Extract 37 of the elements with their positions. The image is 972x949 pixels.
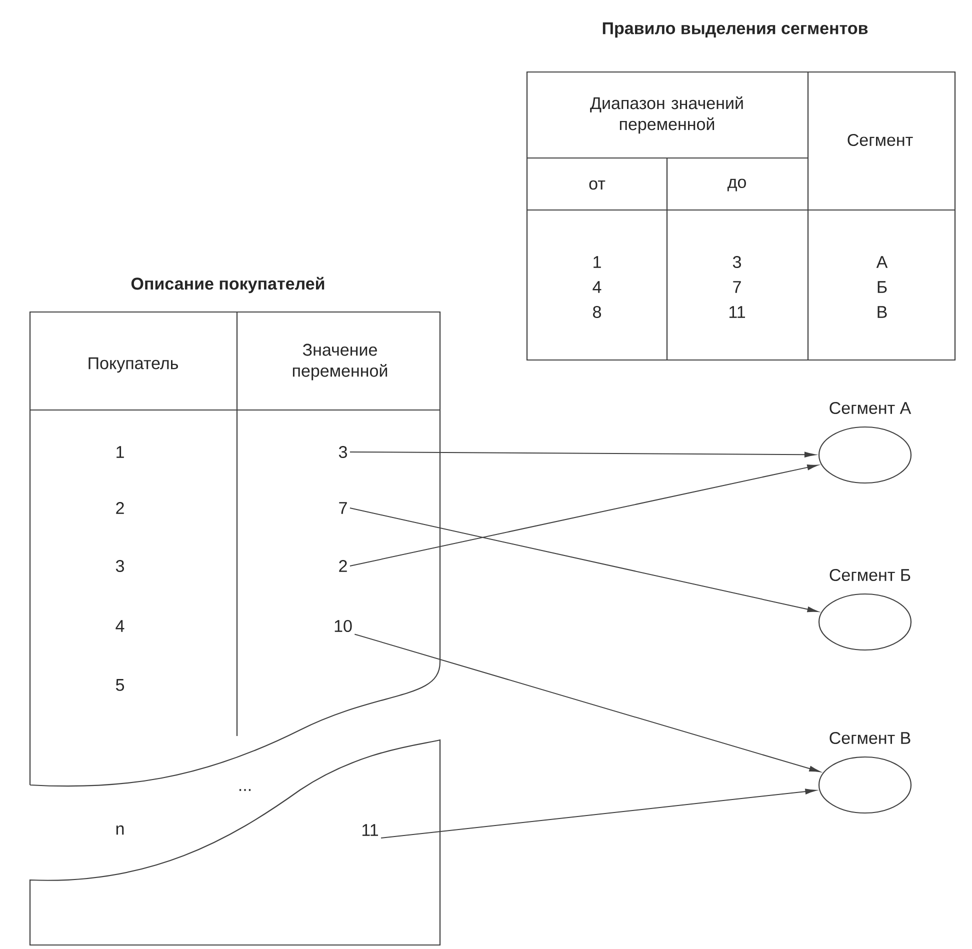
table-text: 3 xyxy=(116,560,124,572)
table-text: 4 xyxy=(116,620,124,632)
table-text: А xyxy=(876,256,888,268)
heading: Правило выделения сегментов xyxy=(602,22,868,38)
segment-heading: Сегмент А xyxy=(830,402,912,414)
segment-heading: Сегмент Б xyxy=(830,568,910,582)
arrow xyxy=(349,464,818,566)
table-text: 4 xyxy=(592,281,602,293)
value-text: 10 xyxy=(334,620,352,632)
table-text: Сегмент xyxy=(848,134,913,146)
table-text: 1 xyxy=(116,446,124,458)
value-text: 7 xyxy=(339,502,347,514)
arrow xyxy=(349,452,816,458)
value-text: 3 xyxy=(338,446,347,458)
table-text: 1 xyxy=(594,256,601,268)
table-text: Значение переменной xyxy=(292,344,388,380)
table-text: 3 xyxy=(732,256,741,268)
value-text: 11 xyxy=(362,824,378,836)
table-text: 8 xyxy=(593,306,601,318)
table-text: 2 xyxy=(116,502,124,514)
value-text: 2 xyxy=(339,560,347,572)
segment-heading: Сегмент В xyxy=(830,732,910,744)
table-text: n xyxy=(116,825,124,835)
table-text: Диапазон значений переменной xyxy=(590,96,743,134)
arrow xyxy=(380,788,816,839)
table-text: 5 xyxy=(116,679,124,691)
table-text: Б xyxy=(878,281,887,293)
table-text: от xyxy=(589,180,606,190)
table-text: 11 xyxy=(729,306,745,318)
heading: Описание покупателей xyxy=(131,276,324,294)
table-text: Покупатель xyxy=(88,357,178,373)
table-text: ... xyxy=(239,789,251,791)
table-text: В xyxy=(878,306,887,318)
table-text: до xyxy=(728,178,746,192)
arrow xyxy=(354,634,820,772)
arrow xyxy=(349,508,818,612)
table-text: 7 xyxy=(733,281,741,293)
